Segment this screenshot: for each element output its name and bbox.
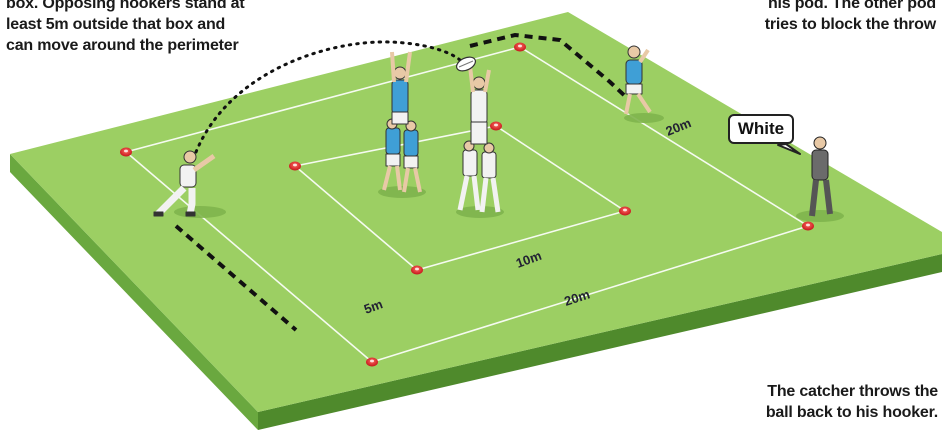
caption-line: his pod. The other pod: [676, 0, 936, 14]
cone: [514, 43, 526, 52]
cone: [411, 266, 423, 275]
caption-bottom-right: The catcher throws the ball back to his …: [678, 381, 938, 423]
caption-line: tries to block the throw: [676, 14, 936, 35]
caption-top-left: box. Opposing hookers stand at least 5m …: [6, 0, 336, 56]
speech-bubble-text: White: [738, 119, 784, 139]
caption-line: The catcher throws the: [678, 381, 938, 402]
speech-bubble-white: White: [728, 114, 794, 144]
cone: [289, 162, 301, 171]
caption-line: can move around the perimeter: [6, 35, 336, 56]
cone: [120, 148, 132, 157]
cone: [619, 207, 631, 216]
caption-top-right: his pod. The other pod tries to block th…: [676, 0, 936, 35]
cone: [802, 222, 814, 231]
caption-line: box. Opposing hookers stand at: [6, 0, 336, 14]
caption-line: least 5m outside that box and: [6, 14, 336, 35]
cone: [366, 358, 378, 367]
cone: [490, 122, 502, 131]
caption-line: ball back to his hooker.: [678, 402, 938, 423]
